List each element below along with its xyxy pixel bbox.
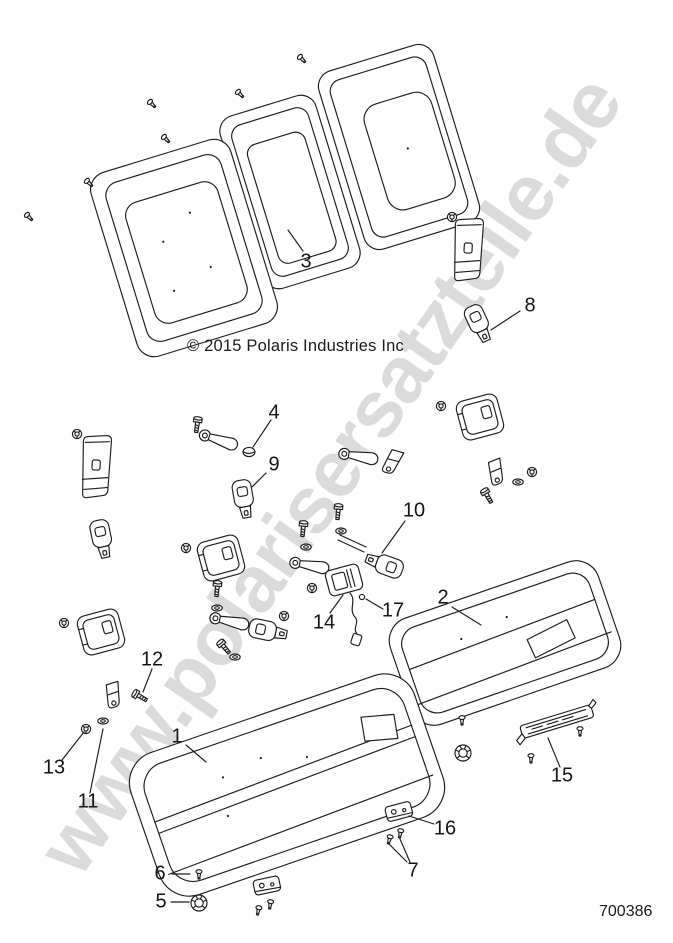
- buckle-10-with-strap: [337, 534, 406, 581]
- seat-cushion-left: [128, 673, 446, 897]
- seat-cushion-right: [388, 560, 622, 726]
- callout-9: 9: [268, 453, 280, 476]
- seat-back-left-panel: [90, 138, 278, 358]
- callout-12: 12: [140, 648, 164, 671]
- callout-10: 10: [402, 499, 426, 522]
- callout-6: 6: [154, 862, 166, 885]
- figure-number: 700386: [599, 903, 653, 920]
- callout-1: 1: [171, 725, 183, 748]
- callout-3: 3: [300, 250, 312, 273]
- belt-latch-assembly-lower-left: [208, 610, 290, 661]
- callout-4: 4: [268, 401, 280, 424]
- retractor-box-middle: [180, 532, 248, 612]
- seat-back-right-panel: [317, 43, 481, 251]
- belt-retractor-left: [71, 428, 116, 561]
- anchor-bolt-cluster: [191, 415, 256, 458]
- callout-8: 8: [524, 294, 536, 317]
- callout-14: 14: [312, 611, 336, 634]
- callout-13: 13: [42, 756, 66, 779]
- buckle-9: [230, 478, 257, 520]
- callout-16: 16: [433, 817, 457, 840]
- callout-7: 7: [407, 859, 419, 882]
- callout-5: 5: [155, 890, 167, 913]
- retractor-box-lower-left: [58, 606, 128, 658]
- callout-2: 2: [437, 586, 449, 609]
- callout-17: 17: [381, 599, 405, 622]
- callout-11: 11: [77, 790, 99, 813]
- belt-anchor-arm-upper: [337, 446, 405, 477]
- retractor-box-right: [435, 391, 538, 506]
- leader-lines: [61, 229, 561, 903]
- guide-bolt-nut-washer-cluster: [80, 680, 150, 735]
- copyright-notice: © 2015 Polaris Industries Inc: [187, 337, 404, 355]
- callout-15: 15: [550, 764, 574, 787]
- wired-buckle-receptacle-14: [288, 502, 366, 647]
- belt-retractor-right: [446, 211, 496, 346]
